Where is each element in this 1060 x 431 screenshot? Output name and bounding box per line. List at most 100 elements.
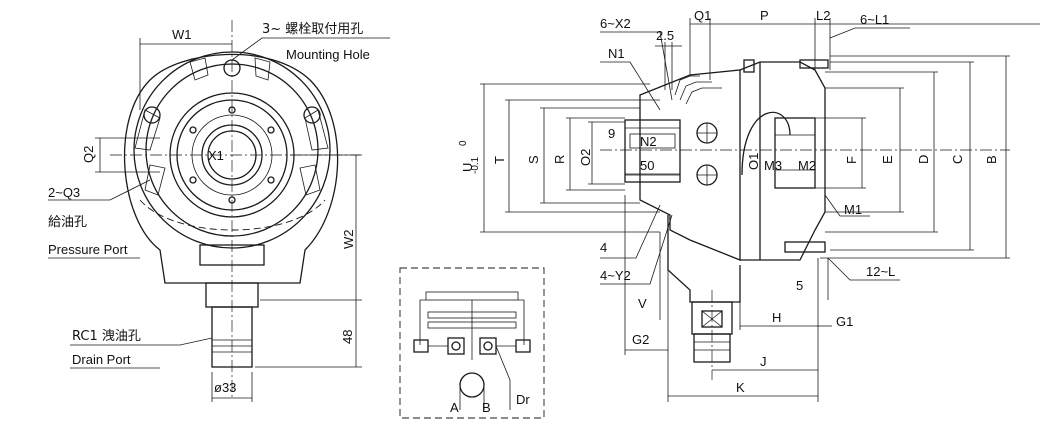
rib-slot — [134, 109, 161, 151]
y2-leader — [600, 214, 673, 285]
pump-icon — [459, 372, 485, 398]
side-view: Q1 P L2 6~X2 6~L1 2.5 N1 U 0 -0.1 T S — [458, 8, 1040, 402]
drain-leader — [70, 337, 213, 346]
w2-label: W2 — [341, 230, 356, 250]
rib-slot — [299, 164, 321, 196]
drain-fitting — [211, 306, 253, 368]
n1-leader — [629, 61, 661, 111]
step-plate — [674, 75, 700, 96]
c-label: C — [950, 155, 965, 164]
schematic-line — [419, 299, 426, 345]
housing-outline — [123, 53, 339, 284]
step-plate — [685, 87, 722, 105]
l12-label: 12~L — [866, 264, 895, 279]
port-a-label: A — [450, 400, 459, 415]
hub-bolt — [228, 196, 236, 204]
t-label: T — [492, 156, 507, 164]
output-hub — [774, 117, 816, 189]
y2-label: 4~Y2 — [600, 268, 631, 283]
mounting-hole — [303, 106, 321, 124]
d50-label: 50 — [640, 158, 654, 173]
hydraulic-schematic: A B Dr — [399, 267, 545, 419]
d9-label: 9 — [608, 126, 615, 141]
q3-label: 2~Q3 — [48, 185, 80, 200]
side-drain-boss — [667, 215, 741, 303]
hub-ring — [176, 99, 288, 211]
port-dr-label: Dr — [516, 392, 530, 407]
schematic-line — [518, 299, 525, 345]
check-valve-icon — [413, 339, 429, 353]
x2-label: 6~X2 — [600, 16, 631, 31]
d33-label: ø33 — [214, 380, 236, 395]
check-ball — [451, 341, 461, 351]
rib-slot — [254, 57, 271, 81]
hub-bolt — [267, 176, 275, 184]
five-label: 5 — [796, 278, 803, 293]
l1-leader — [829, 27, 910, 39]
side-body-outline — [639, 69, 741, 261]
l1-label: 6~L1 — [860, 12, 889, 27]
d25-label: 2.5 — [656, 28, 674, 43]
mounting-hole — [143, 106, 161, 124]
check-valve-icon — [447, 337, 465, 355]
outer-flange-circle — [133, 51, 331, 249]
m3-label: M3 — [764, 158, 782, 173]
l2-label: L2 — [816, 8, 830, 23]
check-valve-icon — [479, 337, 497, 355]
bore-outer — [201, 124, 263, 186]
u-tol-top: 0 — [458, 140, 469, 146]
b-label: B — [984, 155, 999, 164]
nameplate — [199, 244, 265, 266]
check-ball — [483, 341, 493, 351]
schematic-top-bar — [425, 291, 519, 301]
mounting-hole-cn-label: 3~ 螺栓取付用孔 — [262, 22, 363, 37]
bottom-bolt — [784, 241, 826, 253]
bore-inner — [207, 130, 257, 180]
n1-label: N1 — [608, 46, 625, 61]
pressure-port-cn-label: 給油孔 — [48, 215, 87, 230]
hub-bolt — [189, 176, 197, 184]
drain-line — [495, 345, 511, 410]
f-label: F — [844, 156, 859, 164]
g1-label: G1 — [836, 314, 853, 329]
l12-leader — [827, 257, 900, 281]
inner-flange-circle — [145, 63, 319, 237]
side-bore-housing — [624, 119, 681, 183]
j-label: J — [760, 354, 767, 369]
m1-leader — [824, 194, 870, 217]
u-label: U — [460, 163, 475, 172]
q2-label: Q2 — [81, 146, 96, 163]
rib-slot — [189, 57, 209, 81]
n2-label: N2 — [640, 134, 657, 149]
m2-label: M2 — [798, 158, 816, 173]
u-tol-bot: -0.1 — [470, 156, 481, 174]
top-bolt — [799, 59, 829, 69]
q1-label: Q1 — [694, 8, 711, 23]
top-bolt-head — [743, 59, 755, 73]
r-label: R — [552, 155, 567, 164]
o2-label: O2 — [578, 149, 593, 166]
s-label: S — [526, 155, 541, 164]
hub-bolt — [228, 106, 236, 114]
mounting-hole-en-label: Mounting Hole — [286, 47, 370, 62]
front-view: W1 3~ 螺栓取付用孔 Mounting Hole Q2 X1 2~Q3 給油… — [48, 20, 390, 402]
w1-label: W1 — [172, 27, 192, 42]
bolt-circle — [191, 114, 273, 196]
hidden-arc — [139, 199, 326, 231]
p-label: P — [760, 8, 769, 23]
four-leader — [600, 204, 661, 259]
x2-leader — [659, 31, 673, 101]
check-valve-icon — [515, 339, 531, 353]
drain-cn-label: RC1 洩油孔 — [72, 329, 141, 344]
pressure-port-en-label: Pressure Port — [48, 242, 128, 257]
four-label: 4 — [600, 240, 607, 255]
hub-bolt — [267, 126, 275, 134]
h-label: H — [772, 310, 781, 325]
m1-label: M1 — [844, 202, 862, 217]
side-rotor-outline — [739, 61, 826, 261]
d48-label: 48 — [340, 330, 355, 344]
g2-label: G2 — [632, 332, 649, 347]
port-b-label: B — [482, 400, 491, 415]
e-label: E — [880, 155, 895, 164]
